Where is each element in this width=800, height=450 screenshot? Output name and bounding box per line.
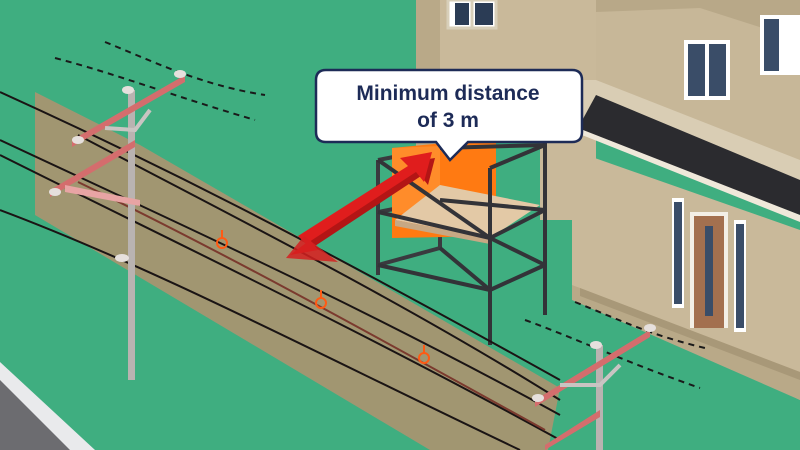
house: [416, 0, 800, 400]
callout-line-2: of 3 m: [417, 109, 479, 132]
callout-line-1: Minimum distance: [356, 82, 540, 105]
upper-window-2: [760, 15, 800, 75]
warning-markers: [216, 230, 430, 364]
utility-pole-right: [532, 324, 656, 450]
upper-window: [684, 40, 730, 100]
distance-arrow: [286, 152, 435, 262]
scaffolding-front: [376, 120, 547, 345]
road: [0, 380, 70, 450]
utility-pole-left: [49, 70, 186, 380]
callout-text: Minimum distance of 3 m: [318, 80, 578, 134]
roof: [578, 95, 800, 215]
callout-bubble: [314, 68, 584, 162]
